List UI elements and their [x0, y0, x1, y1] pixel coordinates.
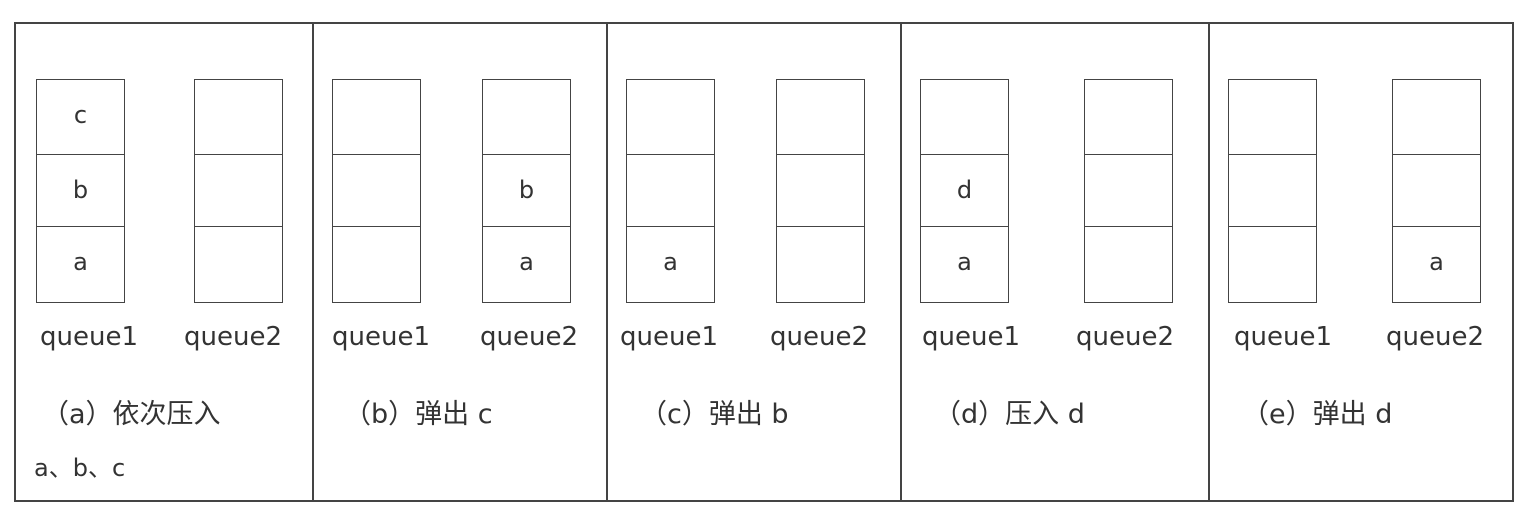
queue-cell: [333, 80, 420, 152]
panel-c: a queue1 queue2 （c）弹出 b: [606, 24, 900, 500]
panel-e: a queue1 queue2 （e）弹出 d: [1208, 24, 1512, 500]
queue1-label: queue1: [620, 322, 718, 352]
queue1-label: queue1: [40, 322, 138, 352]
queue2-box: a: [1392, 79, 1481, 303]
queue-cell: [1085, 154, 1172, 226]
queue2-box: [776, 79, 865, 303]
queue-cell: [1393, 154, 1480, 226]
queue-cell: [195, 154, 282, 226]
panel-caption-line2: a、b、c: [34, 454, 126, 482]
queue-cell: [1229, 154, 1316, 226]
queue-cell: [333, 154, 420, 226]
queue2-label: queue2: [1386, 322, 1484, 352]
panel-b: b a queue1 queue2 （b）弹出 c: [312, 24, 606, 500]
panel-d: d a queue1 queue2 （d）压入 d: [900, 24, 1208, 500]
queue-cell: a: [37, 226, 124, 298]
queue-cell: [627, 154, 714, 226]
queue-cell: c: [73, 101, 88, 129]
queue1-box: [332, 79, 421, 303]
queue-cell: [483, 80, 570, 152]
queue-cell: [1229, 80, 1316, 152]
queue-cell: [333, 226, 420, 298]
panel-caption: （b）弹出 c: [344, 399, 493, 430]
queue1-label: queue1: [1234, 322, 1332, 352]
queue2-box: b a: [482, 79, 571, 303]
queue-cell: a: [921, 226, 1008, 298]
queue-cell: b: [37, 154, 124, 226]
queue-cell: [1085, 226, 1172, 298]
queue2-box: [1084, 79, 1173, 303]
queue-cell: [627, 80, 714, 152]
queue1-box: a: [626, 79, 715, 303]
queue-cell: [777, 226, 864, 298]
queue1-label: queue1: [922, 322, 1020, 352]
panel-caption: （c）弹出 b: [640, 399, 789, 430]
queue-cell: [195, 226, 282, 298]
queue2-label: queue2: [770, 322, 868, 352]
queue2-label: queue2: [480, 322, 578, 352]
queue-cell: a: [627, 226, 714, 298]
queue-cell: [1085, 80, 1172, 152]
queue-cell: d: [921, 154, 1008, 226]
queue-cell: [777, 80, 864, 152]
queue-cell: [1393, 80, 1480, 152]
queue1-box: [1228, 79, 1317, 303]
queue-cell: [921, 80, 1008, 152]
panel-caption: （e）弹出 d: [1242, 399, 1393, 430]
queue1-box: c b a: [36, 79, 125, 303]
queue2-box: [194, 79, 283, 303]
panel-caption: （a）依次压入: [42, 399, 221, 430]
queue-cell: [777, 154, 864, 226]
queue-cell: a: [483, 226, 570, 298]
diagram-frame: c b a queue1 queue2 （a）依次压入 a、b、c b a qu…: [14, 22, 1514, 502]
queue1-label: queue1: [332, 322, 430, 352]
queue-cell: [195, 80, 282, 152]
queue-cell: b: [483, 154, 570, 226]
queue1-box: d a: [920, 79, 1009, 303]
queue-cell: a: [1393, 226, 1480, 298]
panel-a: c b a queue1 queue2 （a）依次压入 a、b、c: [16, 24, 312, 500]
queue2-label: queue2: [1076, 322, 1174, 352]
queue-cell: [1229, 226, 1316, 298]
panel-caption: （d）压入 d: [934, 399, 1085, 430]
queue2-label: queue2: [184, 322, 282, 352]
